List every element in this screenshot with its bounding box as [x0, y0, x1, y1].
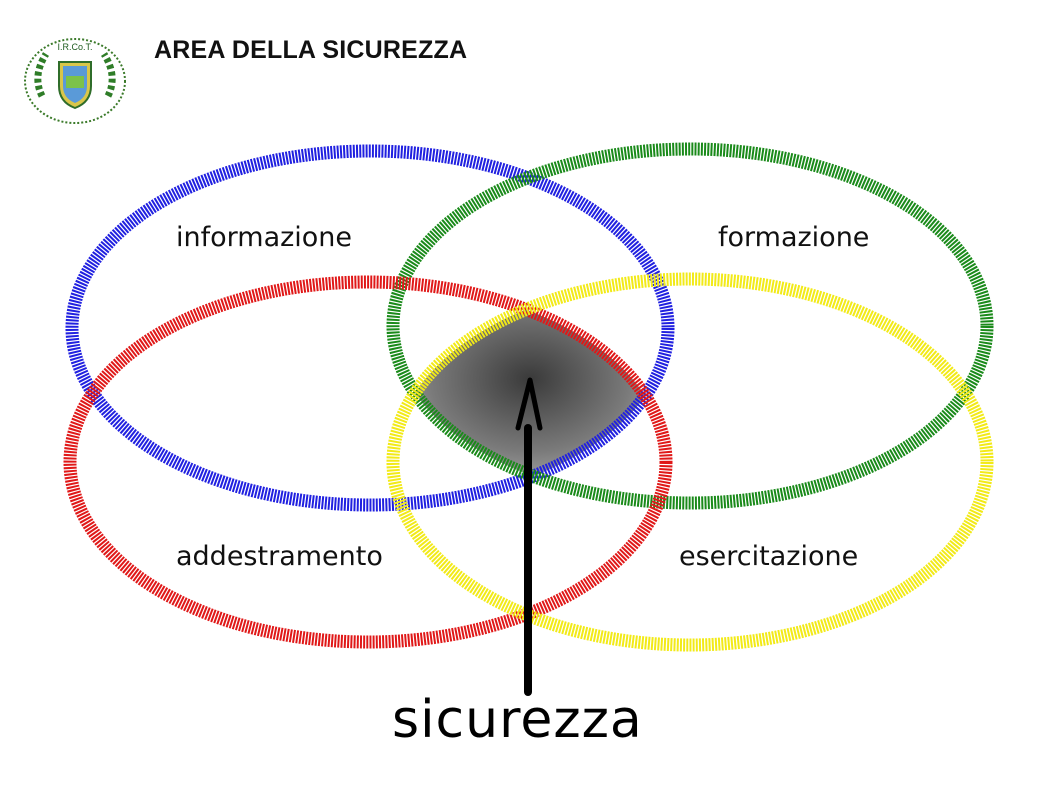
school-logo: I.R.Co.T. — [24, 38, 126, 124]
set-ellipse-addestramento — [63, 275, 673, 649]
label-formazione: formazione — [718, 222, 870, 253]
set-ellipse-formazione — [386, 142, 994, 510]
logo-text: I.R.Co.T. — [57, 42, 92, 52]
label-informazione: informazione — [176, 222, 353, 253]
set-ellipse-esercitazione — [386, 272, 994, 652]
arrow-up-icon — [515, 377, 543, 696]
label-esercitazione: esercitazione — [679, 541, 859, 572]
laurel-right-icon — [100, 52, 116, 98]
laurel-left-icon — [34, 52, 50, 98]
set-ellipse-informazione — [65, 144, 675, 512]
page-title: AREA DELLA SICUREZZA — [154, 36, 468, 64]
intersection-label: sicurezza — [392, 690, 643, 750]
label-addestramento: addestramento — [176, 541, 383, 572]
